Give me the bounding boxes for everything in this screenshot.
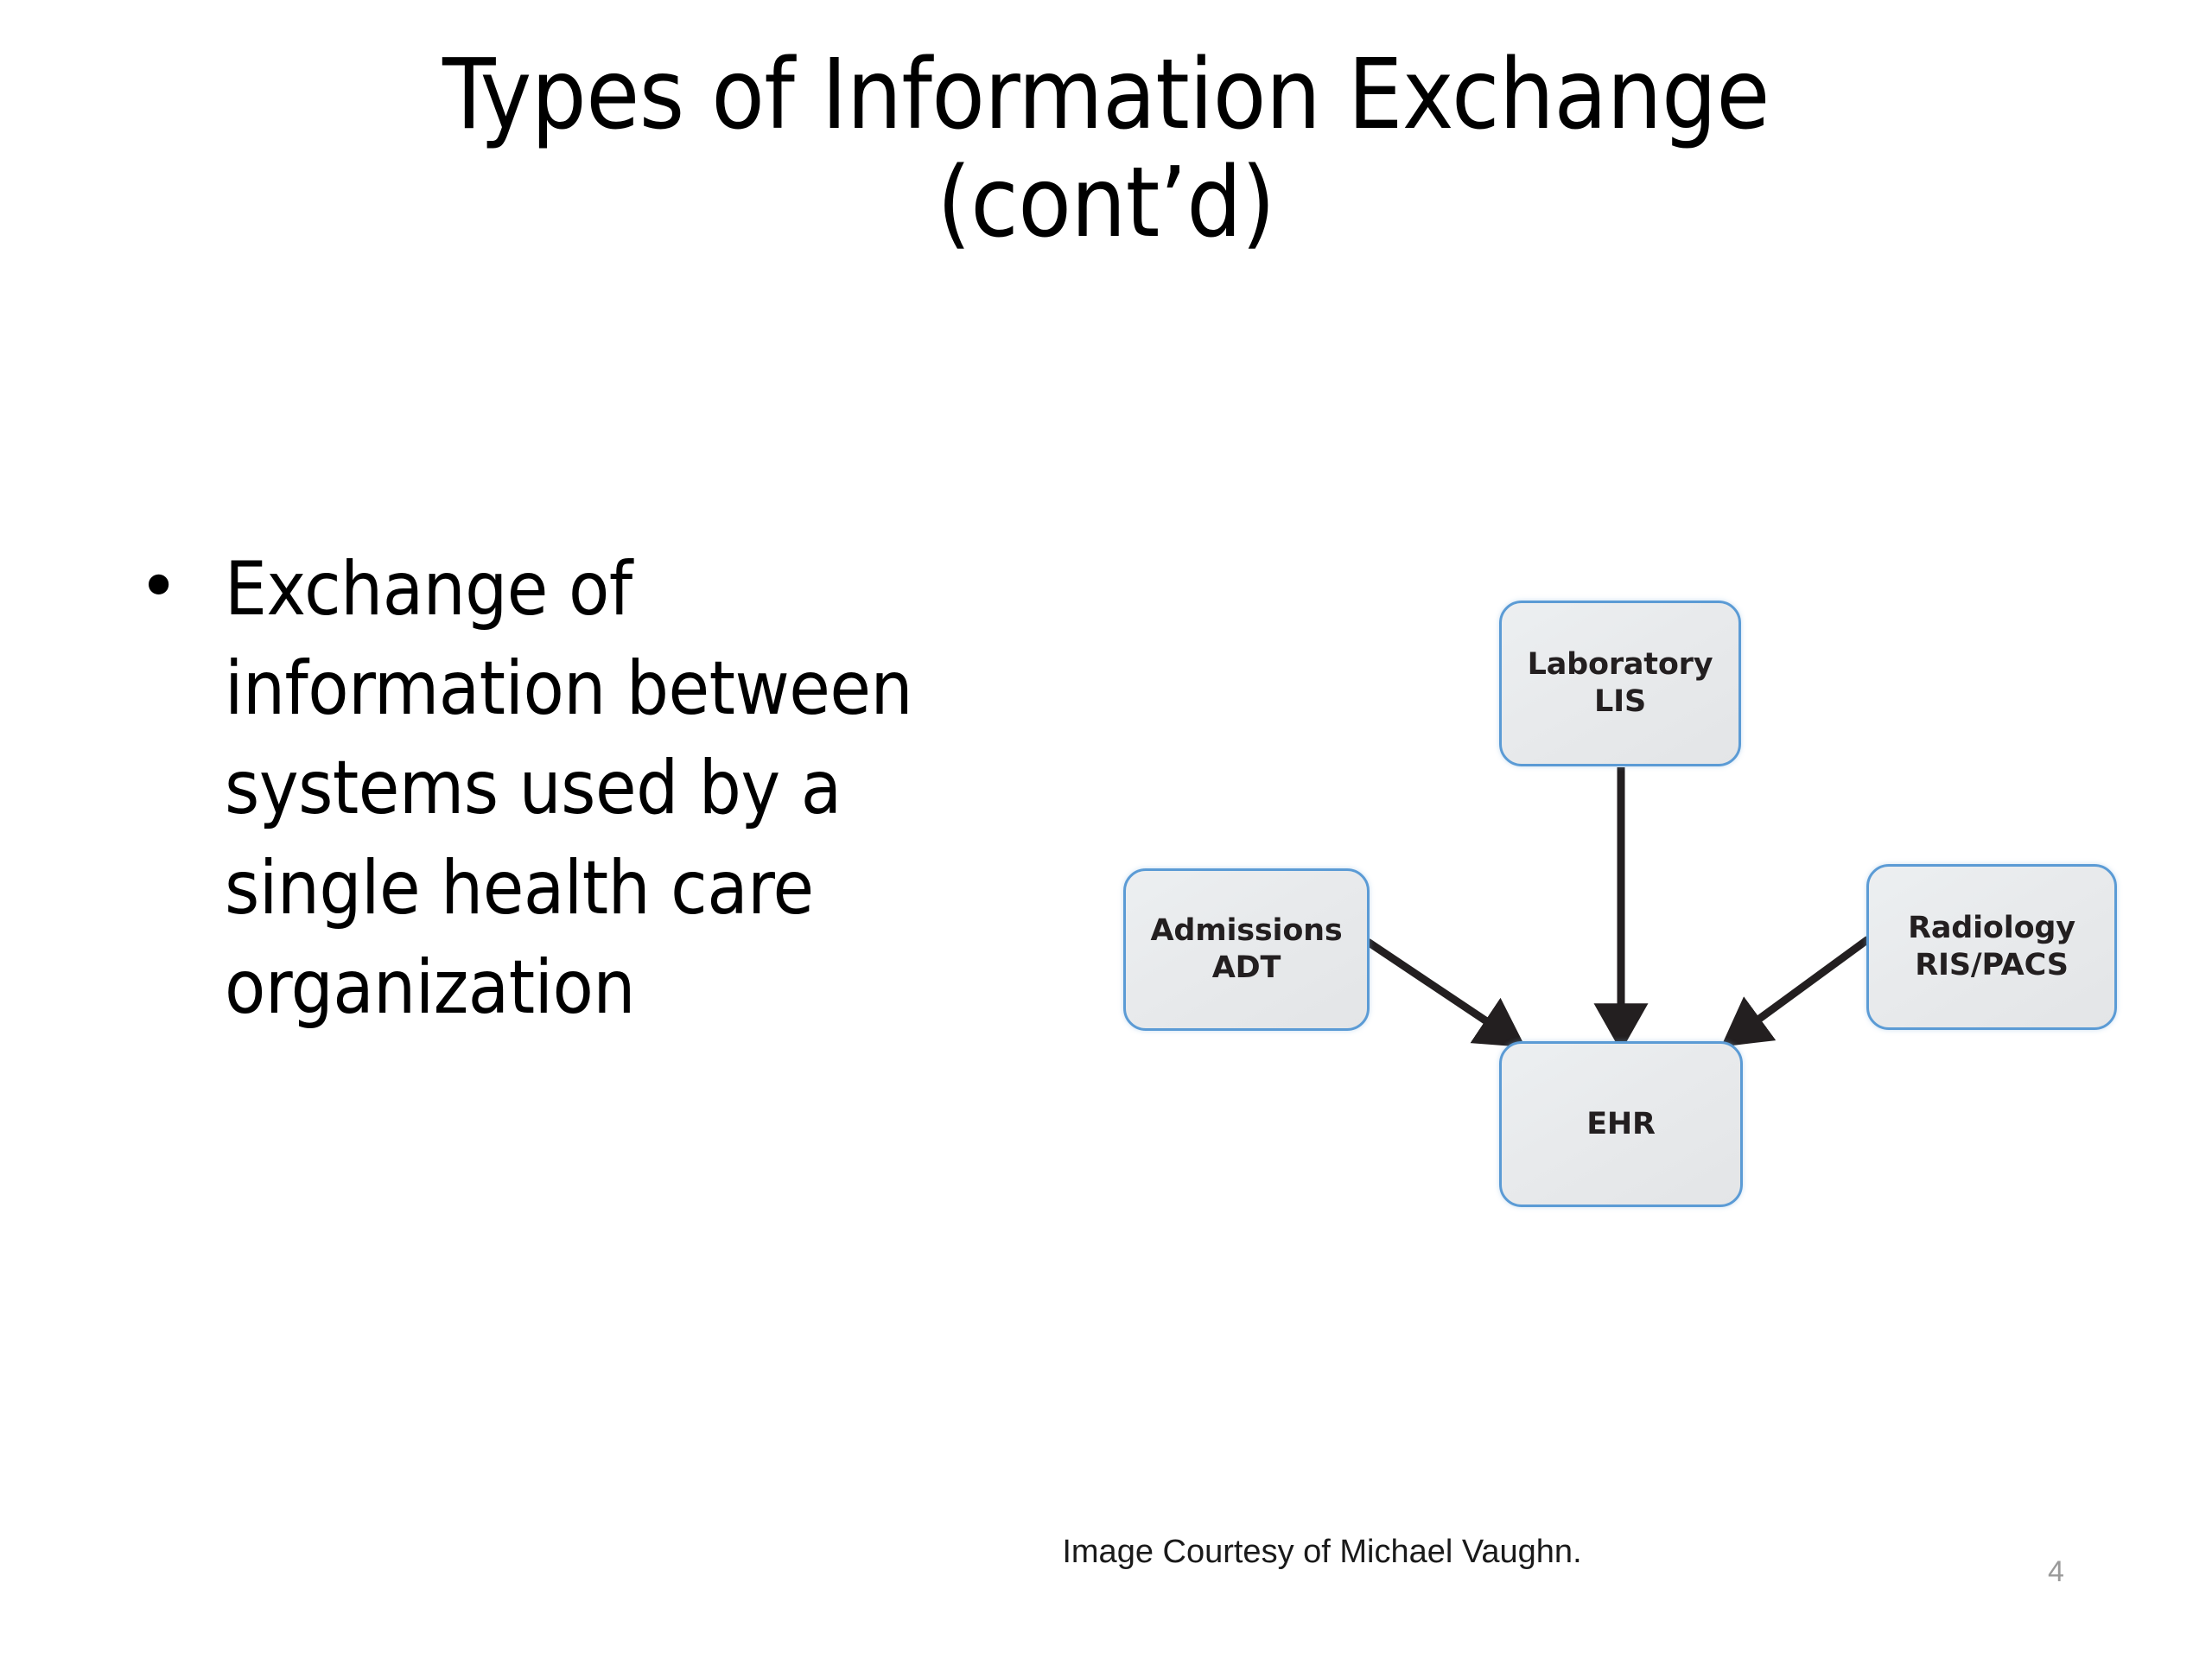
bullet-item-label: Exchange of information between systems … — [225, 546, 913, 1031]
diagram-node-laboratory-label: Laboratory LIS — [1527, 647, 1713, 719]
diagram-node-radiology-label: Radiology RIS/PACS — [1908, 911, 2075, 982]
diagram-node-ehr[interactable]: EHR — [1499, 1041, 1743, 1207]
diagram-node-ehr-label: EHR — [1586, 1106, 1656, 1141]
slide-page-number: 4 — [2048, 1555, 2064, 1588]
diagram-node-laboratory[interactable]: Laboratory LIS — [1499, 601, 1741, 766]
diagram-node-admissions-label: Admissions ADT — [1150, 913, 1343, 985]
diagram-node-admissions[interactable]: Admissions ADT — [1123, 868, 1370, 1031]
arrow-radiology-to-ehr — [1720, 936, 1871, 1047]
arrow-admissions-to-ehr — [1365, 938, 1526, 1048]
diagram-arrows-layer — [1365, 767, 1871, 1052]
information-exchange-diagram: Laboratory LIS Admissions ADT Radiology … — [1106, 570, 2177, 1244]
diagram-node-radiology[interactable]: Radiology RIS/PACS — [1866, 864, 2117, 1030]
page-title: Types of Information Exchange (cont’d) — [442, 39, 1770, 260]
body-content: • Exchange of information between system… — [130, 540, 1028, 1038]
bullet-point-icon: • — [138, 546, 180, 626]
image-credit-caption: Image Courtesy of Michael Vaughn. — [1062, 1534, 1582, 1570]
list-item: • Exchange of information between system… — [130, 540, 1028, 1038]
